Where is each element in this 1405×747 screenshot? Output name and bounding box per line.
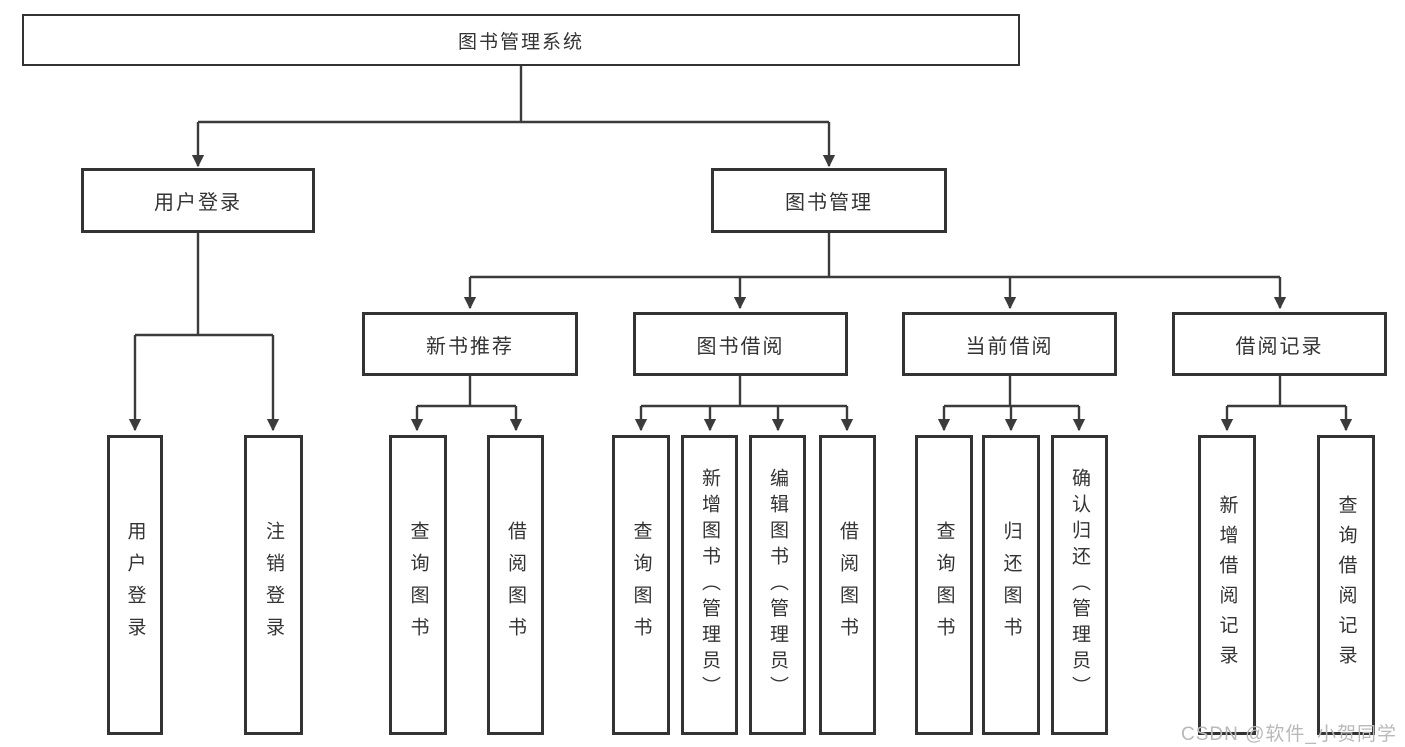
leaf-logout: 注销登录: [244, 435, 303, 735]
node-root: 图书管理系统: [22, 14, 1020, 66]
leaf-user-login: 用户登录: [107, 435, 163, 735]
node-current-borrow: 当前借阅: [902, 312, 1117, 376]
leaf-borrow-books-2: 借阅图书: [819, 435, 876, 735]
leaf-query-books-3: 查询图书: [915, 435, 973, 735]
leaf-borrow-books: 借阅图书: [487, 435, 544, 735]
node-book-management: 图书管理: [711, 168, 947, 233]
leaf-edit-book-admin: 编辑图书（管理员）: [749, 435, 806, 735]
leaf-query-books-2: 查询图书: [612, 435, 670, 735]
leaf-add-borrow-record: 新增借阅记录: [1198, 435, 1256, 735]
connector-trunks: [135, 66, 1346, 408]
connector-arrows: [128, 122, 1353, 432]
node-user-login: 用户登录: [81, 168, 315, 233]
node-new-book-recommend: 新书推荐: [362, 312, 578, 376]
leaf-confirm-return-admin: 确认归还（管理员）: [1051, 435, 1108, 735]
leaf-query-borrow-record: 查询借阅记录: [1317, 435, 1375, 735]
node-book-borrow: 图书借阅: [633, 312, 848, 376]
node-borrow-record: 借阅记录: [1172, 312, 1387, 376]
leaf-query-books: 查询图书: [389, 435, 447, 735]
leaf-add-book-admin: 新增图书（管理员）: [681, 435, 738, 735]
leaf-return-book: 归还图书: [982, 435, 1040, 735]
csdn-watermark: CSDN @软件_小贺同学: [1181, 724, 1397, 745]
